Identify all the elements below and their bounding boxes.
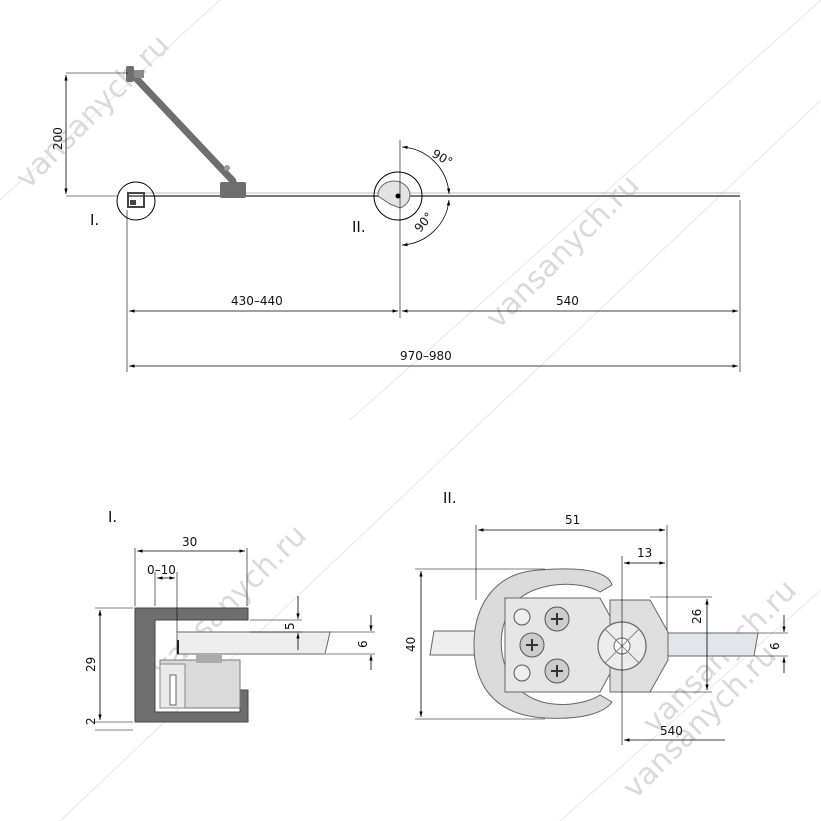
detail-marker-1 [116, 181, 156, 221]
detail-view-2: II. 51 [404, 489, 788, 745]
detail-marker-2 [373, 171, 423, 221]
glass-panel [176, 631, 331, 655]
callout-1: I. [90, 211, 99, 229]
detail-view-1: I. 30 0–10 29 2 5 6 [84, 508, 375, 731]
screw-icon [519, 632, 545, 658]
dim-height-200: 200 [51, 127, 65, 150]
angle-upper-label: 90° [430, 146, 455, 169]
support-rod [129, 71, 237, 185]
dim-29: 29 [84, 657, 98, 672]
glass-strip-right [659, 632, 759, 657]
dim-6-right: 6 [768, 642, 782, 650]
dim-30: 30 [182, 535, 197, 549]
u-profile [134, 607, 249, 723]
dim-540: 540 [556, 294, 579, 308]
screw-icon [544, 606, 570, 632]
dim-970-980: 970–980 [400, 349, 452, 363]
rod-clamp [220, 182, 246, 198]
screw-icon [544, 658, 570, 684]
dim-51: 51 [565, 513, 580, 527]
watermark-text: vansanych.ru [9, 28, 177, 196]
detail-2-title: II. [443, 489, 457, 507]
callout-2: II. [352, 218, 366, 236]
dim-5: 5 [283, 622, 297, 630]
dim-540-detail: 540 [660, 724, 683, 738]
angle-lower-label: 90° [412, 210, 436, 235]
dim-0-10: 0–10 [147, 563, 176, 577]
dim-2: 2 [84, 717, 98, 725]
dim-13: 13 [637, 546, 652, 560]
dim-6-left: 6 [356, 640, 370, 648]
detail-1-title: I. [108, 508, 117, 526]
top-view: I. II. 200 90° 90° 430–440 540 970–980 [51, 66, 741, 372]
dim-40: 40 [404, 637, 418, 652]
dim-26: 26 [690, 609, 704, 624]
dim-430-440: 430–440 [231, 294, 283, 308]
wall-mount [126, 66, 134, 82]
